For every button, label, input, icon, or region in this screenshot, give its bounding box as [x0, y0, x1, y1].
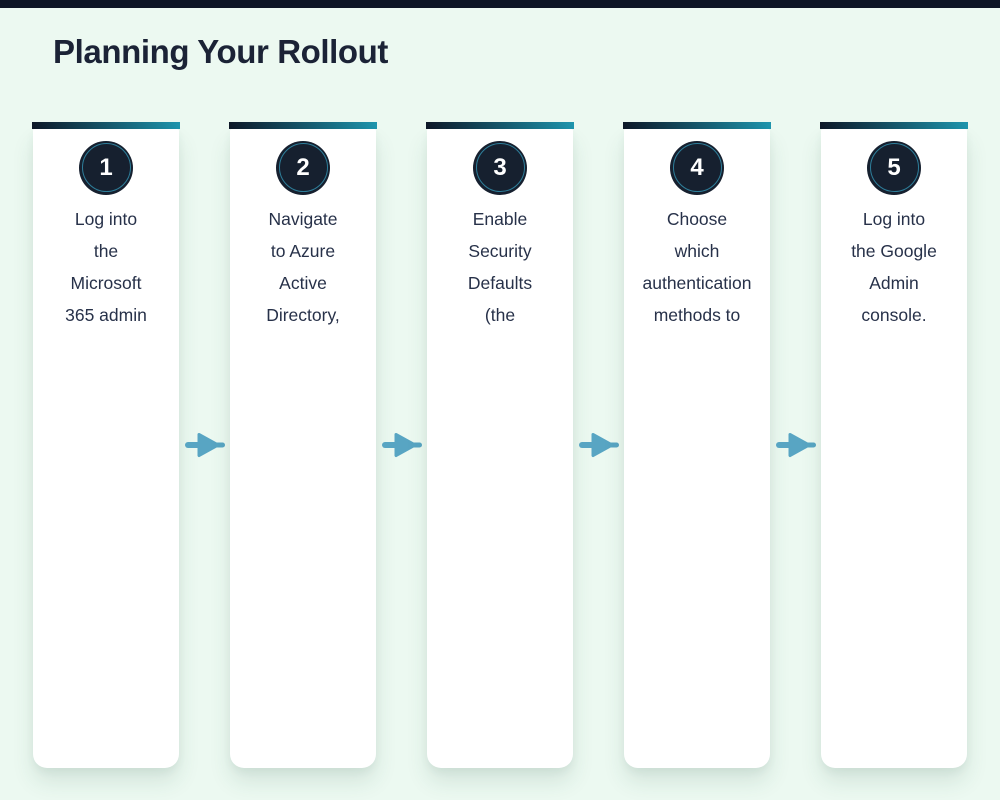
card-accent-bar: [426, 121, 574, 129]
arrow-right-icon: [578, 432, 619, 457]
arrow-right-icon: [775, 432, 816, 457]
step-text-line: Defaults: [467, 272, 533, 293]
step-text-line: to Azure: [270, 240, 336, 261]
step-text-line: the: [93, 240, 119, 261]
step-text-line: methods to: [653, 304, 741, 325]
step-number-ring: [475, 143, 525, 193]
step-text-line: Log into: [862, 208, 926, 229]
step-text-line: authentication: [642, 272, 752, 293]
step-number-badge: 4: [670, 140, 724, 195]
step-number-badge: 5: [867, 140, 921, 195]
step-connector: [573, 122, 624, 768]
step-number-ring: [278, 143, 328, 193]
card-accent-bar: [229, 121, 377, 129]
card-accent-bar: [32, 121, 180, 129]
step-text-line: 365 admin: [65, 304, 147, 325]
step-text-line: Admin: [869, 272, 919, 293]
step-text-line: Security: [468, 240, 532, 261]
step-text-line: console.: [861, 304, 927, 325]
step-number-badge: 2: [276, 140, 330, 195]
top-accent-bar: [0, 0, 1000, 8]
step-connector: [376, 122, 427, 768]
step-connector: [179, 122, 230, 768]
arrow-right-icon: [381, 432, 422, 457]
step-number-badge: 3: [473, 140, 527, 195]
step-text: Choose which authentication methods to: [624, 203, 770, 331]
page-title: Planning Your Rollout: [53, 33, 389, 70]
step-text-line: Directory,: [266, 304, 340, 325]
step-text-line: Active: [279, 272, 327, 293]
step-text-line: Log into: [74, 208, 138, 229]
step-text-line: Choose: [666, 208, 728, 229]
arrow-right-icon: [184, 432, 225, 457]
step-number-badge: 1: [79, 140, 133, 195]
step-card: 4 Choose which authentication methods to: [623, 121, 771, 768]
step-connector: [770, 122, 821, 768]
step-number-ring: [672, 143, 722, 193]
step-text-line: which: [674, 240, 720, 261]
step-number-ring: [81, 143, 131, 193]
step-text-line: Enable: [472, 208, 528, 229]
step-text-line: Navigate: [268, 208, 338, 229]
step-text-line: Microsoft: [70, 272, 142, 293]
card-accent-bar: [623, 121, 771, 129]
step-text-line: (the: [484, 304, 516, 325]
step-number-ring: [869, 143, 919, 193]
card-accent-bar: [820, 121, 968, 129]
step-text-line: the Google: [851, 240, 937, 261]
step-card-body: 4 Choose which authentication methods to: [624, 128, 770, 768]
